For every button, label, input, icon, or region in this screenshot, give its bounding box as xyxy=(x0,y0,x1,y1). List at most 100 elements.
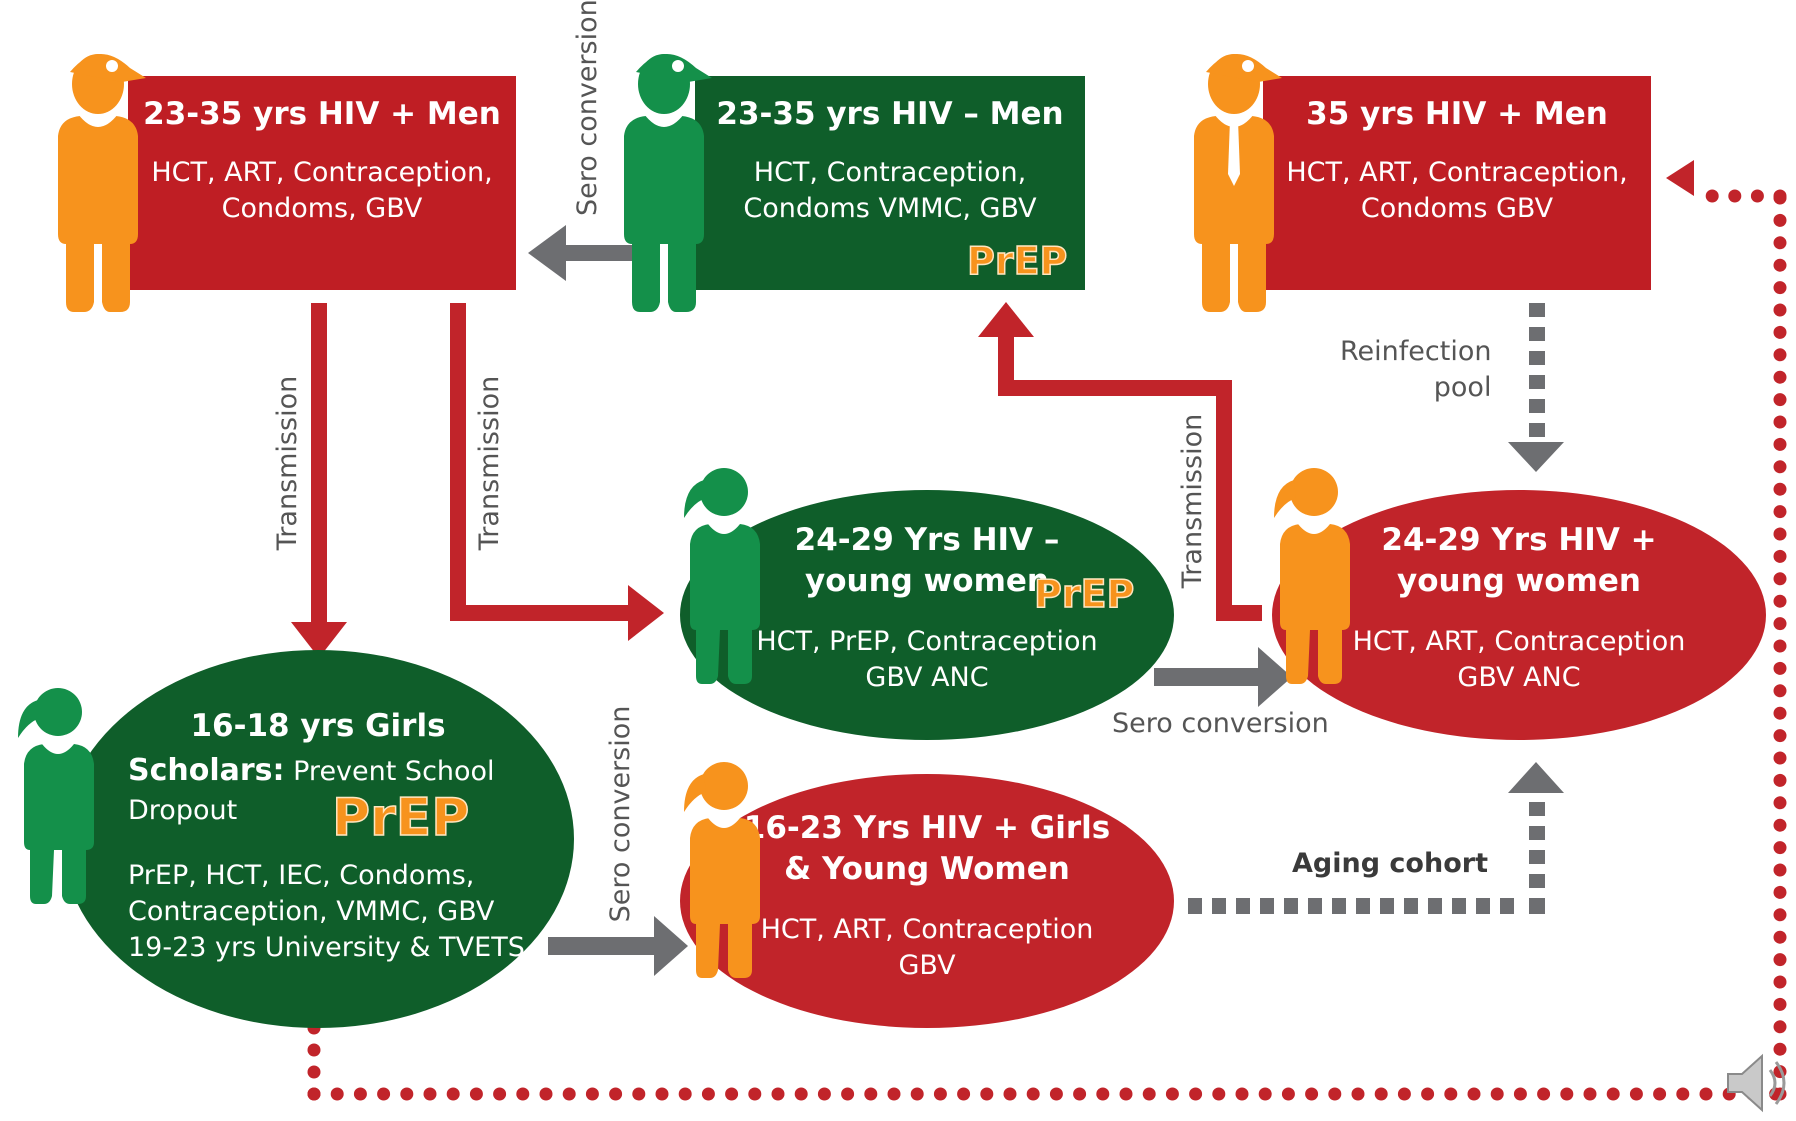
node-services-line: HCT, ART, Contraception xyxy=(1352,626,1686,657)
node-services-line: HCT, ART, Contraception xyxy=(760,914,1094,945)
loop-dot xyxy=(1773,572,1787,586)
loop-dot xyxy=(1397,1087,1411,1101)
label-transmission-right: Transmission xyxy=(1177,413,1208,589)
label-aging-cohort: Aging cohort xyxy=(1292,848,1488,879)
loop-dot xyxy=(1773,818,1787,832)
loop-dot xyxy=(1773,325,1787,339)
loop-dot xyxy=(1773,527,1787,541)
node-girls-16-18: 16-18 yrs Girls Scholars: Prevent School… xyxy=(62,650,574,1028)
loop-dot xyxy=(1773,908,1787,922)
label-sero-conversion-bottom: Sero conversion xyxy=(605,705,636,923)
man-with-cap-icon xyxy=(624,53,712,312)
loop-dot xyxy=(1773,661,1787,675)
loop-dot xyxy=(678,1087,692,1101)
loop-dot xyxy=(1773,303,1787,317)
loop-dot xyxy=(933,1087,947,1101)
node-men-hiv-neg-23-35: 23-35 yrs HIV – Men HCT, Contraception, … xyxy=(695,76,1085,290)
loop-dot xyxy=(446,1087,460,1101)
transmission-mid-shaft-v xyxy=(450,303,466,621)
prep-badge: PrEP xyxy=(966,238,1068,284)
node-title: 23-35 yrs HIV + Men xyxy=(143,96,501,132)
loop-dot xyxy=(1606,1087,1620,1101)
loop-dot xyxy=(1444,1087,1458,1101)
node-services-line: GBV ANC xyxy=(865,662,989,693)
loop-dot xyxy=(516,1087,530,1101)
loop-dot xyxy=(469,1087,483,1101)
loop-dot xyxy=(1142,1087,1156,1101)
loop-dot xyxy=(1773,393,1787,407)
loop-dot xyxy=(353,1087,367,1101)
loop-dot xyxy=(887,1087,901,1101)
loop-dot xyxy=(1773,796,1787,810)
loop-dot xyxy=(1773,729,1787,743)
loop-dot xyxy=(377,1087,391,1101)
loop-dot xyxy=(1773,930,1787,944)
prep-badge: PrEP xyxy=(1033,571,1135,617)
node-services-line: Condoms VMMC, GBV xyxy=(743,193,1037,224)
loop-dot xyxy=(1235,1087,1249,1101)
dotted-loop xyxy=(307,189,1787,1101)
loop-dot xyxy=(1773,437,1787,451)
woman-with-ponytail-icon xyxy=(1274,468,1350,684)
node-services-line: HCT, Contraception, xyxy=(753,157,1027,188)
transmission-left-head xyxy=(291,622,347,658)
loop-dot xyxy=(1773,594,1787,608)
node-girls-hiv-pos-16-23: 16-23 Yrs HIV + Girls & Young Women HCT,… xyxy=(680,774,1174,1028)
node-title: 16-18 yrs Girls xyxy=(190,708,446,744)
loop-dot xyxy=(1705,189,1719,203)
loop-dot xyxy=(1773,189,1787,203)
man-with-cap-icon xyxy=(58,53,146,312)
loop-dot xyxy=(910,1087,924,1101)
loop-dot xyxy=(1513,1087,1527,1101)
loop-dot xyxy=(1773,505,1787,519)
node-subtitle-bold: Scholars: xyxy=(128,753,285,788)
loop-dot xyxy=(1773,773,1787,787)
node-services-line: 19-23 yrs University & TVETS xyxy=(128,932,525,963)
loop-dot xyxy=(1773,885,1787,899)
loop-dot xyxy=(771,1087,785,1101)
loop-dot xyxy=(957,1087,971,1101)
loop-dot xyxy=(701,1087,715,1101)
loop-dot xyxy=(1773,482,1787,496)
node-services-line: PrEP, HCT, IEC, Condoms, xyxy=(128,860,475,891)
loop-dot xyxy=(632,1087,646,1101)
prep-badge: PrEP xyxy=(331,787,470,849)
transmission-right-shaft-d xyxy=(998,335,1014,396)
loop-dot xyxy=(1073,1087,1087,1101)
sero-mid-shaft xyxy=(1154,668,1260,686)
node-services-line: Contraception, VMMC, GBV xyxy=(128,896,495,927)
node-title-line: 24-29 Yrs HIV – xyxy=(794,522,1060,558)
transmission-right-shaft-c xyxy=(998,380,1232,396)
node-subtitle-line: Dropout xyxy=(128,795,238,826)
node-women-hiv-pos-24-29: 24-29 Yrs HIV + young women HCT, ART, Co… xyxy=(1272,490,1766,740)
loop-dot xyxy=(1773,370,1787,384)
loop-dot xyxy=(562,1087,576,1101)
node-title-line: 24-29 Yrs HIV + xyxy=(1381,522,1657,558)
label-sero-conversion-mid: Sero conversion xyxy=(1112,708,1329,739)
loop-dot xyxy=(1773,236,1787,250)
speaker-icon[interactable] xyxy=(1722,1050,1792,1116)
loop-dot xyxy=(1212,1087,1226,1101)
loop-dot xyxy=(841,1087,855,1101)
loop-dot xyxy=(609,1087,623,1101)
node-women-hiv-neg-24-29: 24-29 Yrs HIV – young women HCT, PrEP, C… xyxy=(680,490,1174,740)
loop-dot xyxy=(307,1065,321,1079)
loop-dot xyxy=(1119,1087,1133,1101)
node-title-line: young women xyxy=(805,563,1049,599)
loop-dot xyxy=(1165,1087,1179,1101)
loop-dot xyxy=(423,1087,437,1101)
loop-dot xyxy=(330,1087,344,1101)
reinfection-head xyxy=(1508,442,1564,472)
loop-dot xyxy=(585,1087,599,1101)
loop-dot xyxy=(1773,953,1787,967)
node-title-line: & Young Women xyxy=(784,851,1070,887)
dotted-loop-arrowhead xyxy=(1666,160,1694,196)
node-title: 23-35 yrs HIV – Men xyxy=(716,96,1064,132)
label-reinfection-line: pool xyxy=(1433,372,1492,403)
label-sero-conversion-top: Sero conversion xyxy=(572,0,603,216)
loop-dot xyxy=(1728,189,1742,203)
loop-dot xyxy=(655,1087,669,1101)
aging-head xyxy=(1508,762,1564,793)
loop-dot xyxy=(1773,997,1787,1011)
loop-dot xyxy=(1281,1087,1295,1101)
